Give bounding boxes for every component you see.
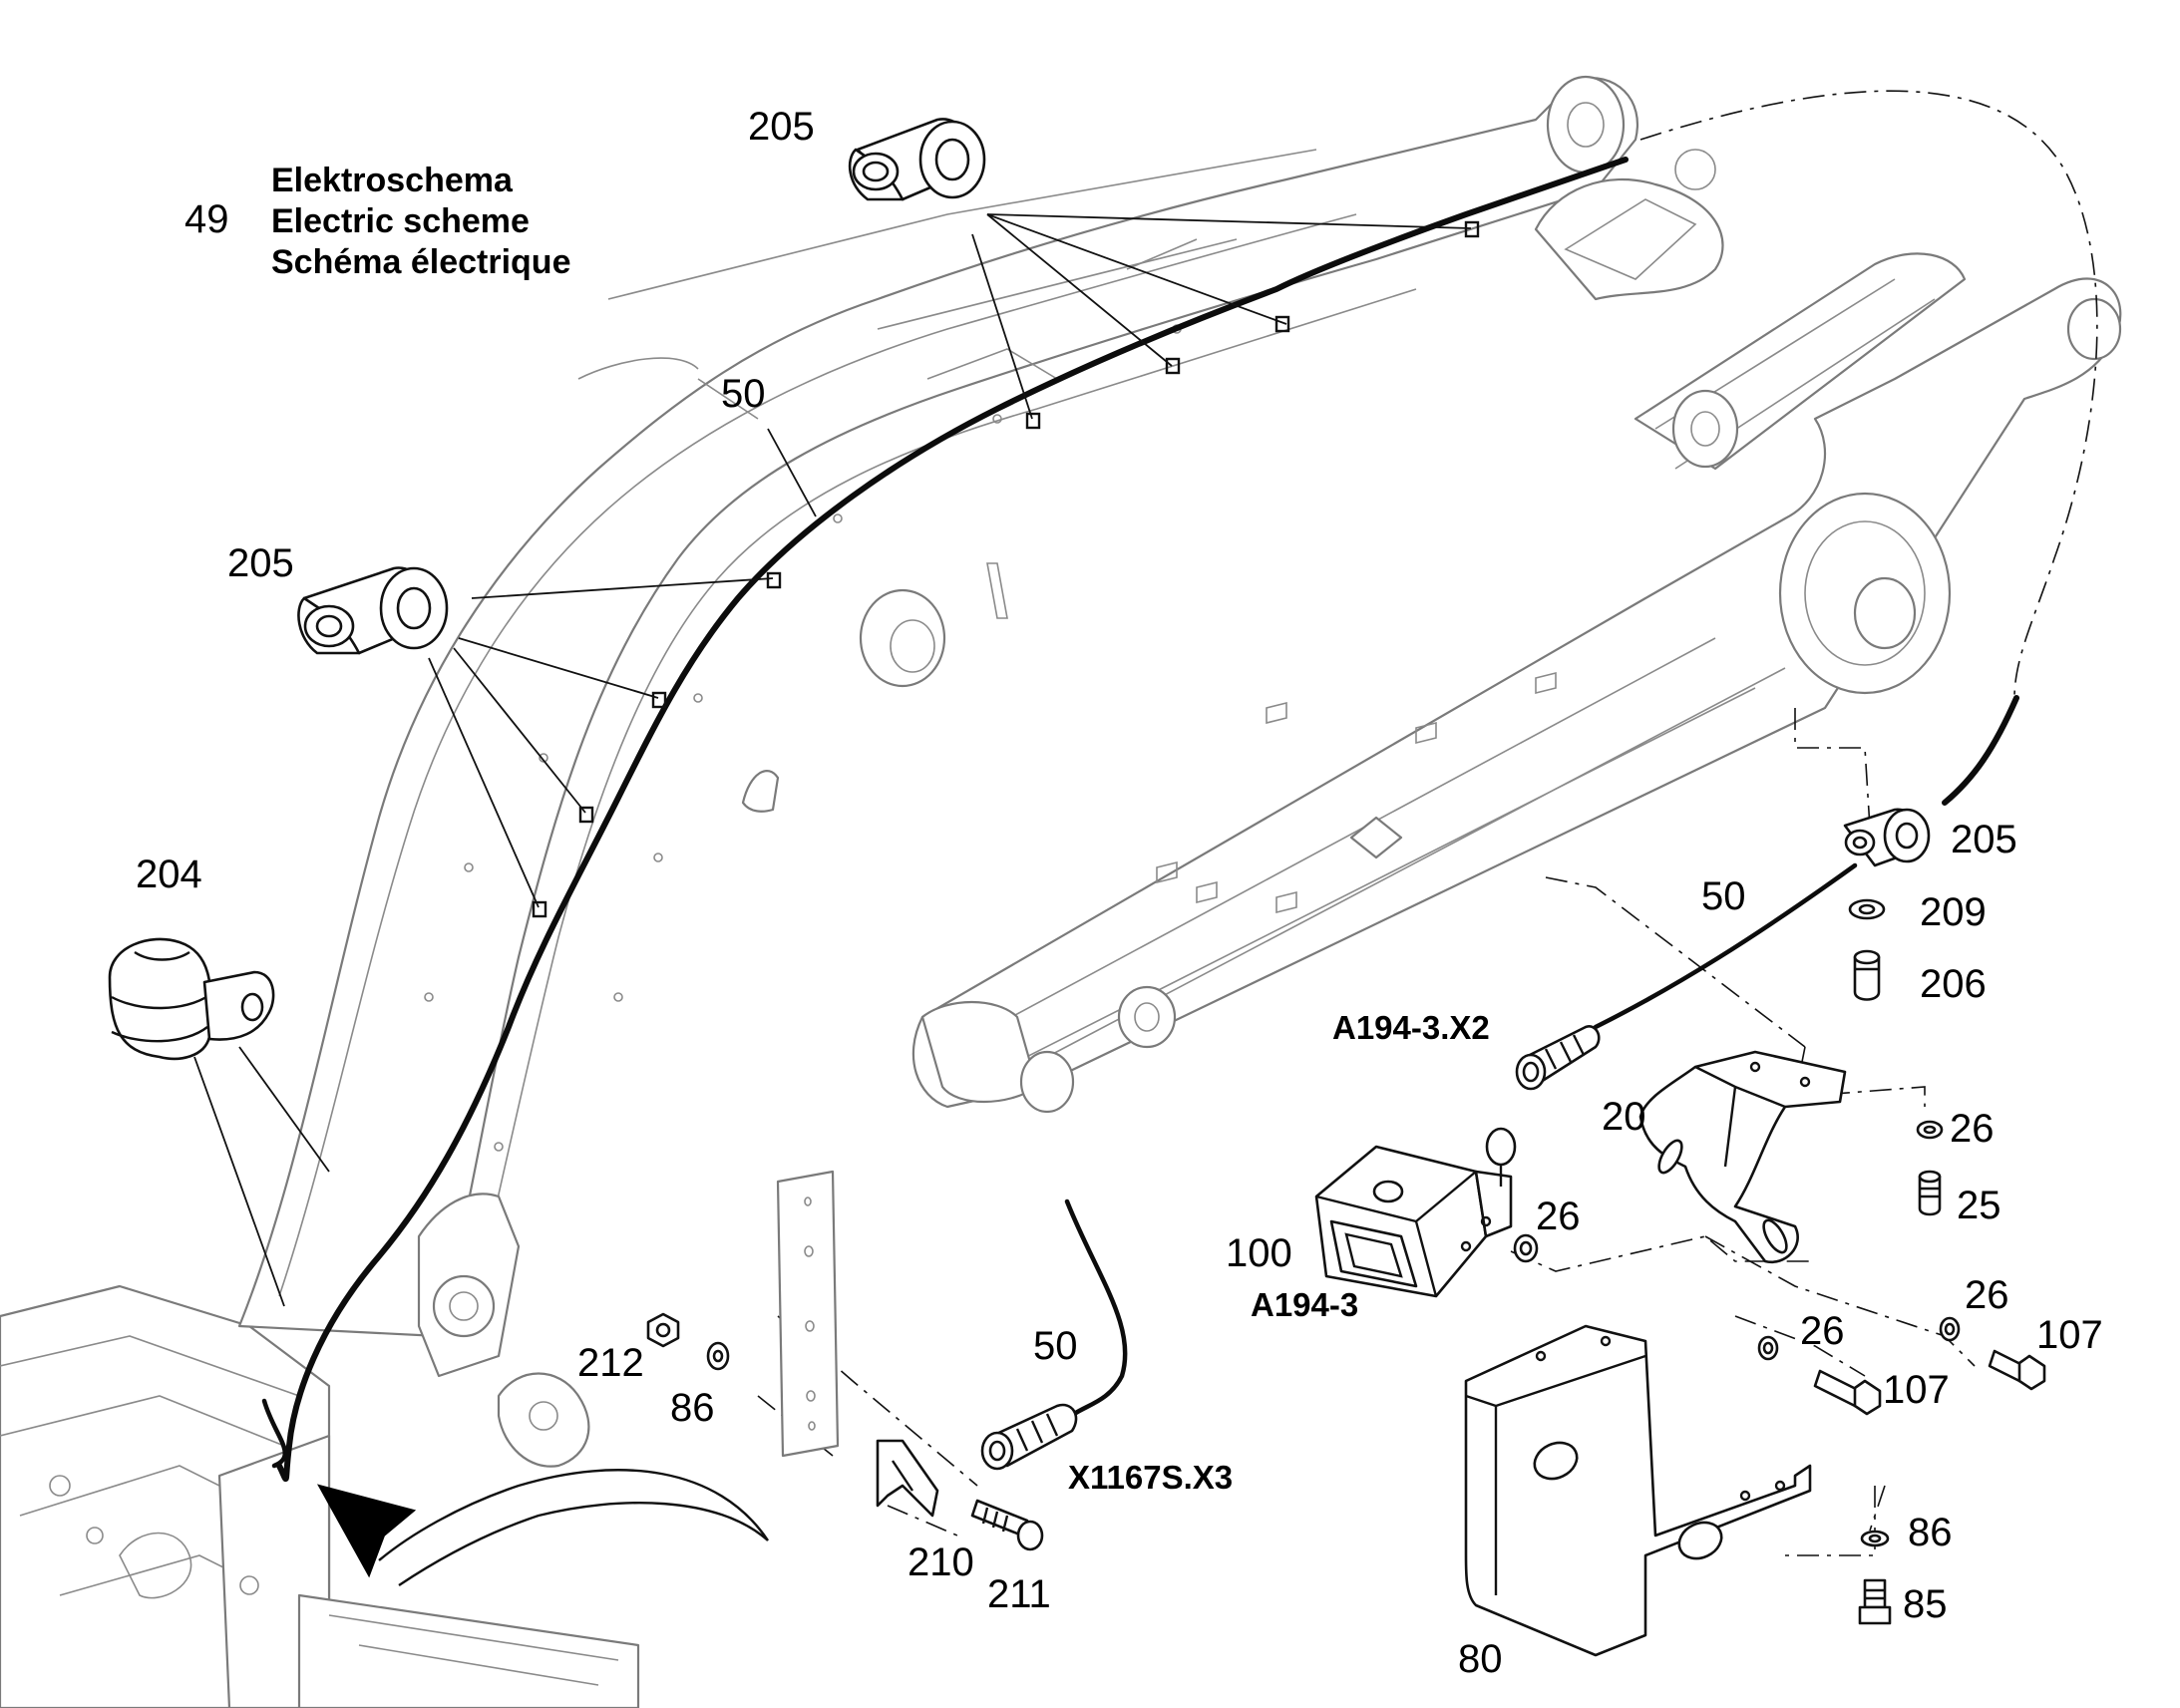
clamp-204: [108, 937, 275, 1061]
callout-210: 210: [908, 1540, 974, 1584]
bolt-206: [1853, 949, 1881, 1001]
label-a194-x2: A194-3.X2: [1332, 1009, 1490, 1046]
callout-205-top: 205: [748, 105, 815, 149]
washer-86-left: [706, 1341, 730, 1371]
callout-26-a: 26: [1950, 1107, 1995, 1151]
title-line-fr: Schéma électrique: [271, 243, 570, 281]
washer-26-d: [1939, 1316, 1961, 1342]
label-a194: A194-3: [1251, 1286, 1358, 1323]
clamp-205-left: [297, 566, 449, 655]
washer-26-b: [1513, 1233, 1539, 1263]
dipper-arm: [911, 252, 2122, 1114]
title-block: 49 Elektroschema Electric scheme Schéma …: [184, 162, 570, 281]
callout-labels: 205 205 205 50 50 50 204 209 206 20 26 2…: [136, 105, 2103, 1681]
connector-labels: A194-3.X2 A194-3 X1167S.X3: [1068, 1009, 1490, 1496]
bolt-107-b: [1988, 1349, 2046, 1391]
cable-50-bottom: [1064, 1198, 1128, 1424]
bolt-25: [1918, 1170, 1942, 1216]
washer-209: [1848, 898, 1886, 920]
callout-86-left: 86: [670, 1386, 715, 1430]
connector-x1167: [980, 1403, 1078, 1471]
callout-86-right: 86: [1908, 1511, 1953, 1554]
boom-cable-end: [261, 1398, 287, 1469]
right-cable: [1942, 695, 2019, 806]
washer-26-c: [1757, 1335, 1779, 1361]
boom-clamps: [532, 220, 1480, 918]
washer-26-a: [1916, 1120, 1944, 1140]
mounting-plate: [776, 1170, 840, 1458]
label-x1167: X1167S.X3: [1068, 1459, 1233, 1496]
title-line-de: Elektroschema: [271, 162, 514, 199]
callout-205-left: 205: [227, 541, 294, 585]
machine-frame: [0, 1284, 640, 1708]
washer-86-right: [1860, 1530, 1890, 1547]
callout-26-b: 26: [1536, 1195, 1581, 1238]
callout-205-right: 205: [1951, 818, 2017, 861]
callout-211: 211: [987, 1572, 1051, 1616]
callout-20: 20: [1602, 1095, 1646, 1139]
bracket-80: [1464, 1324, 1812, 1657]
clamp-205-top: [848, 118, 986, 201]
bolt-107-a: [1813, 1369, 1882, 1416]
clamp-205-right: [1843, 808, 1931, 867]
assembly-arrow: [316, 1469, 769, 1586]
callout-206: 206: [1920, 962, 1987, 1006]
clip-210: [876, 1439, 939, 1518]
callout-107-b: 107: [2036, 1313, 2103, 1357]
callout-212: 212: [577, 1341, 644, 1385]
solenoid-box-100: [1314, 1127, 1517, 1298]
connector-a194-x2: [1515, 1025, 1601, 1091]
bolt-211: [970, 1499, 1044, 1551]
title-line-en: Electric scheme: [271, 202, 530, 240]
callout-50-right: 50: [1701, 874, 1746, 918]
title-number: 49: [184, 197, 229, 241]
callout-100: 100: [1226, 1231, 1292, 1275]
callout-50-bottom: 50: [1033, 1324, 1078, 1368]
boom-cable-50: [276, 157, 1629, 1483]
callout-107-a: 107: [1883, 1368, 1950, 1412]
callout-80: 80: [1458, 1637, 1503, 1681]
callout-26-d: 26: [1965, 1273, 2009, 1317]
callout-50-boom: 50: [721, 372, 766, 416]
callout-85: 85: [1903, 1582, 1948, 1626]
bracket-20: [1638, 1050, 1847, 1264]
callout-209: 209: [1920, 890, 1987, 934]
bolt-85: [1858, 1578, 1892, 1625]
callout-25: 25: [1957, 1184, 2001, 1227]
nut-212: [646, 1312, 680, 1348]
cable-50-right: [1593, 862, 1858, 1030]
callout-26-c: 26: [1800, 1309, 1845, 1353]
callout-204: 204: [136, 853, 202, 896]
leader-lines: [193, 213, 1472, 1307]
